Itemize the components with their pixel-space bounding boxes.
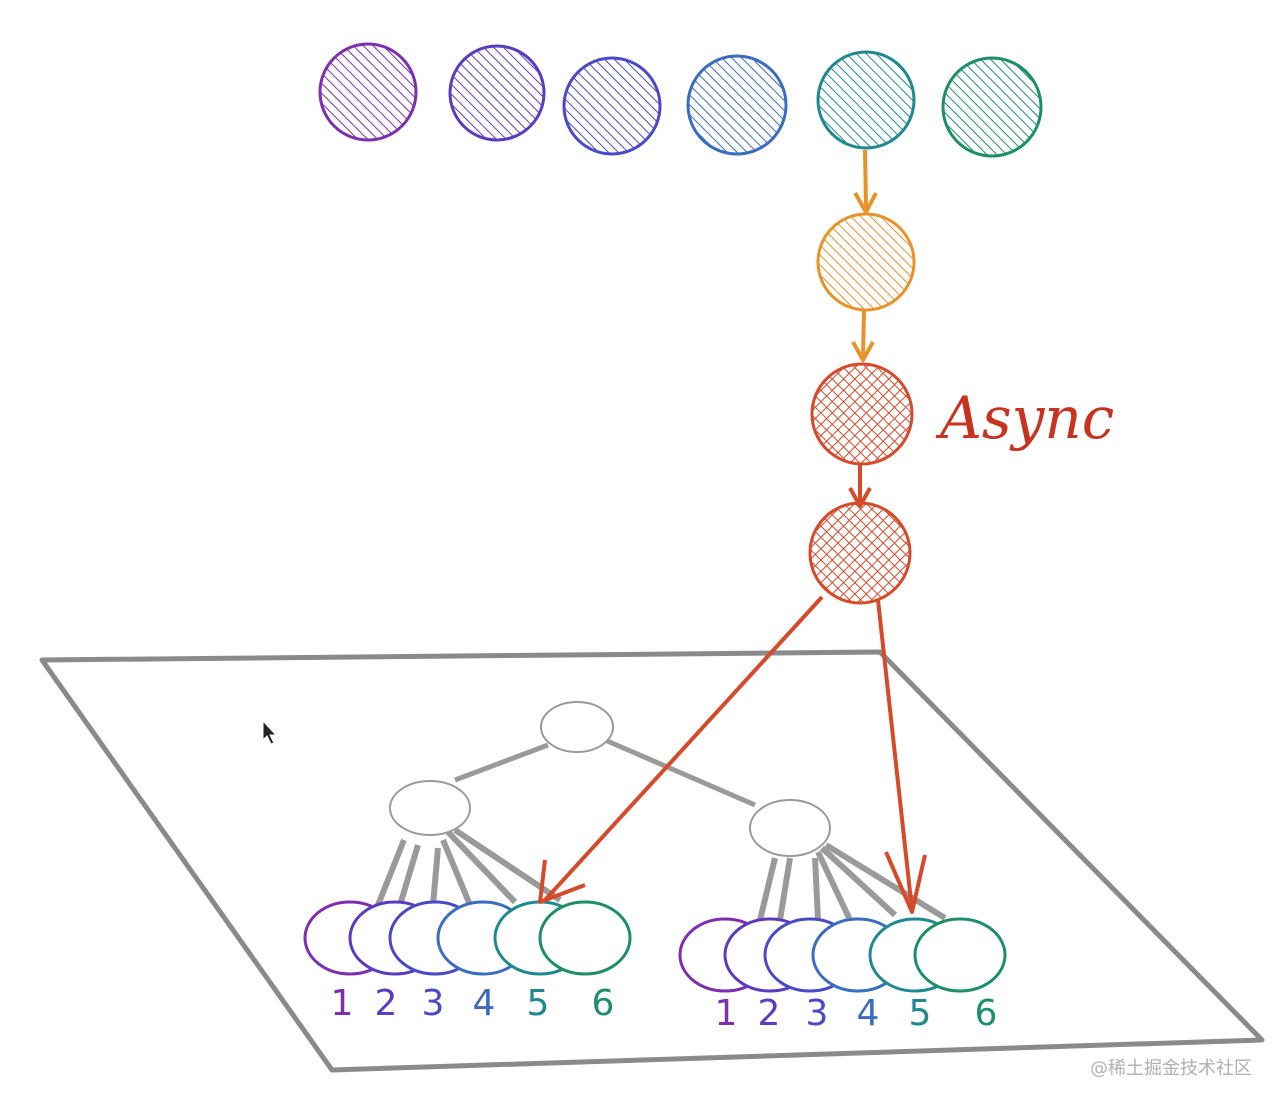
leaf-number-6: 6 <box>975 993 998 1034</box>
top-circle-4 <box>686 54 788 156</box>
chain-circles <box>808 212 916 605</box>
arrow-head <box>853 191 878 214</box>
async-label: Async <box>935 384 1114 452</box>
arrow-shaft <box>863 149 868 209</box>
tree-edge <box>819 845 898 918</box>
leaf-number-1: 1 <box>715 993 738 1034</box>
tree-edge <box>454 742 549 783</box>
tree-edge <box>757 857 778 921</box>
tree-edge <box>815 850 853 922</box>
plane-outline <box>39 649 1265 1073</box>
tree-edge <box>824 842 947 921</box>
top-circle-2 <box>448 44 546 142</box>
red-arrows <box>538 595 927 914</box>
leaf-number-5: 5 <box>909 993 932 1034</box>
arrow-head <box>538 859 586 904</box>
tree-edge <box>812 857 821 921</box>
tree-left-node <box>389 780 471 836</box>
leaf-number-5: 5 <box>527 983 550 1024</box>
leaf-number-2: 2 <box>758 993 781 1034</box>
leaf-node-6 <box>538 900 632 976</box>
chain-circle-1 <box>816 212 916 312</box>
tree-edge <box>397 844 421 906</box>
tree-edge <box>430 847 441 906</box>
tree-edge <box>777 857 793 921</box>
leaf-number-3: 3 <box>806 993 829 1034</box>
top-circle-6 <box>941 56 1043 158</box>
watermark: @稀土掘金技术社区 <box>1090 1058 1252 1079</box>
leaf-node-6 <box>913 917 1007 993</box>
tree-root-node <box>540 701 614 753</box>
tree-edge <box>604 737 756 808</box>
leaf-number-4: 4 <box>857 993 880 1034</box>
chain-circle-3 <box>808 501 912 605</box>
top-circle-3 <box>562 56 662 156</box>
tree <box>375 701 947 922</box>
chain-circle-2 <box>810 362 914 466</box>
plane <box>39 649 1265 1073</box>
arrow-head <box>851 341 875 362</box>
mouse-cursor-icon <box>262 719 278 745</box>
top-circle-5 <box>816 50 916 150</box>
arrow-shaft <box>876 599 914 911</box>
leaf-number-4: 4 <box>473 983 496 1024</box>
tree-edge <box>445 829 518 905</box>
tree-edge <box>440 838 473 907</box>
arrow-shaft <box>543 595 824 902</box>
tree-right-node <box>749 799 831 857</box>
leaf-number-3: 3 <box>422 983 445 1024</box>
tree-edge <box>375 838 407 907</box>
leaf-number-2: 2 <box>375 983 398 1024</box>
arrow-head <box>884 851 927 914</box>
leaf-number-6: 6 <box>592 983 615 1024</box>
top-row-circles <box>318 42 1043 158</box>
leaf-number-1: 1 <box>331 983 354 1024</box>
top-circle-1 <box>318 42 418 142</box>
arrow-shaft <box>861 309 866 357</box>
